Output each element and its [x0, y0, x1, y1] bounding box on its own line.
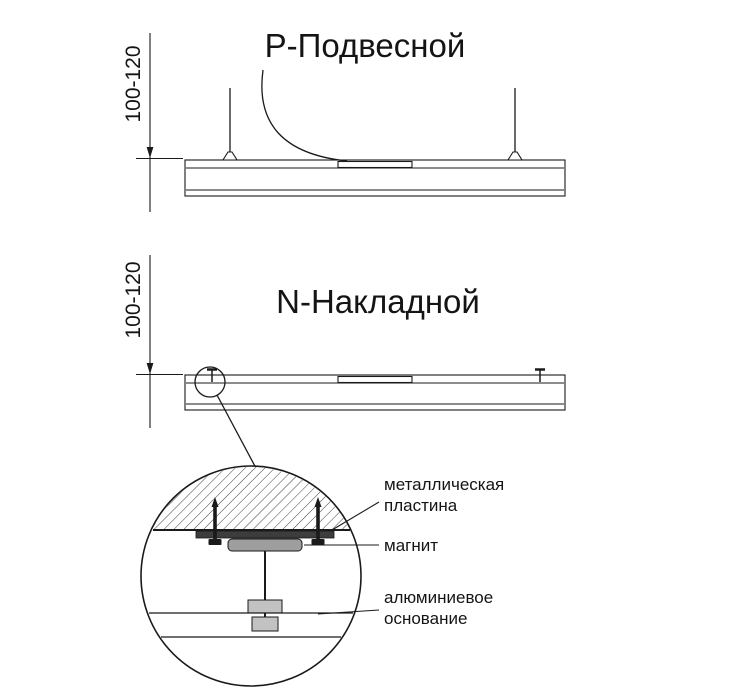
pendant-title-leader-curve: [261, 69, 348, 162]
pendant-dimension-label: 100-120: [122, 45, 145, 122]
pendant-fixture-inset: [337, 160, 413, 169]
screw-tip: [314, 497, 322, 507]
label-magnet: магнит: [384, 536, 438, 555]
aluminum-base-upper: [247, 599, 283, 614]
metal-plate: [195, 530, 335, 539]
screw-shaft: [213, 505, 217, 539]
pendant-title: Р-Подвесной: [265, 27, 466, 64]
aluminum-base-lower: [251, 616, 279, 632]
label-leader-aluminum-base: [317, 609, 380, 615]
label-aluminum-base-line1: алюминиевое: [384, 588, 493, 607]
detail-labels: металлическая пластина магнит алюминиево…: [304, 475, 504, 628]
screw-shaft: [316, 505, 320, 539]
detail-callout-leader: [216, 394, 258, 471]
surface-fixture-inset: [337, 375, 413, 384]
label-metal-plate-line1: металлическая: [384, 475, 504, 494]
label-leader-metal-plate: [331, 501, 380, 531]
pendant-wire-mount-left: [222, 151, 238, 161]
magnet: [227, 538, 303, 552]
screw-head: [311, 539, 325, 545]
label-aluminum-base-line2: основание: [384, 609, 467, 628]
detail-view: [140, 465, 362, 687]
label-metal-plate-line2: пластина: [384, 496, 458, 515]
surface-dimension-arrow: [146, 363, 154, 374]
surface-screw-right: [535, 368, 545, 382]
pendant-dimension-arrow: [146, 147, 154, 158]
detail-screw-left: [208, 497, 222, 545]
detail-callout-circle-small: [194, 366, 226, 398]
surface-view: N-Накладной 100-120: [122, 255, 566, 471]
detail-screw-right: [311, 497, 325, 545]
surface-screw-left: [207, 368, 217, 382]
surface-dimension-label: 100-120: [122, 261, 145, 338]
pendant-wire-mount-right: [507, 151, 523, 161]
surface-title: N-Накладной: [276, 283, 480, 320]
screw-head: [208, 539, 222, 545]
screw-tip: [211, 497, 219, 507]
pendant-view: Р-Подвесной 100-120: [122, 27, 566, 212]
